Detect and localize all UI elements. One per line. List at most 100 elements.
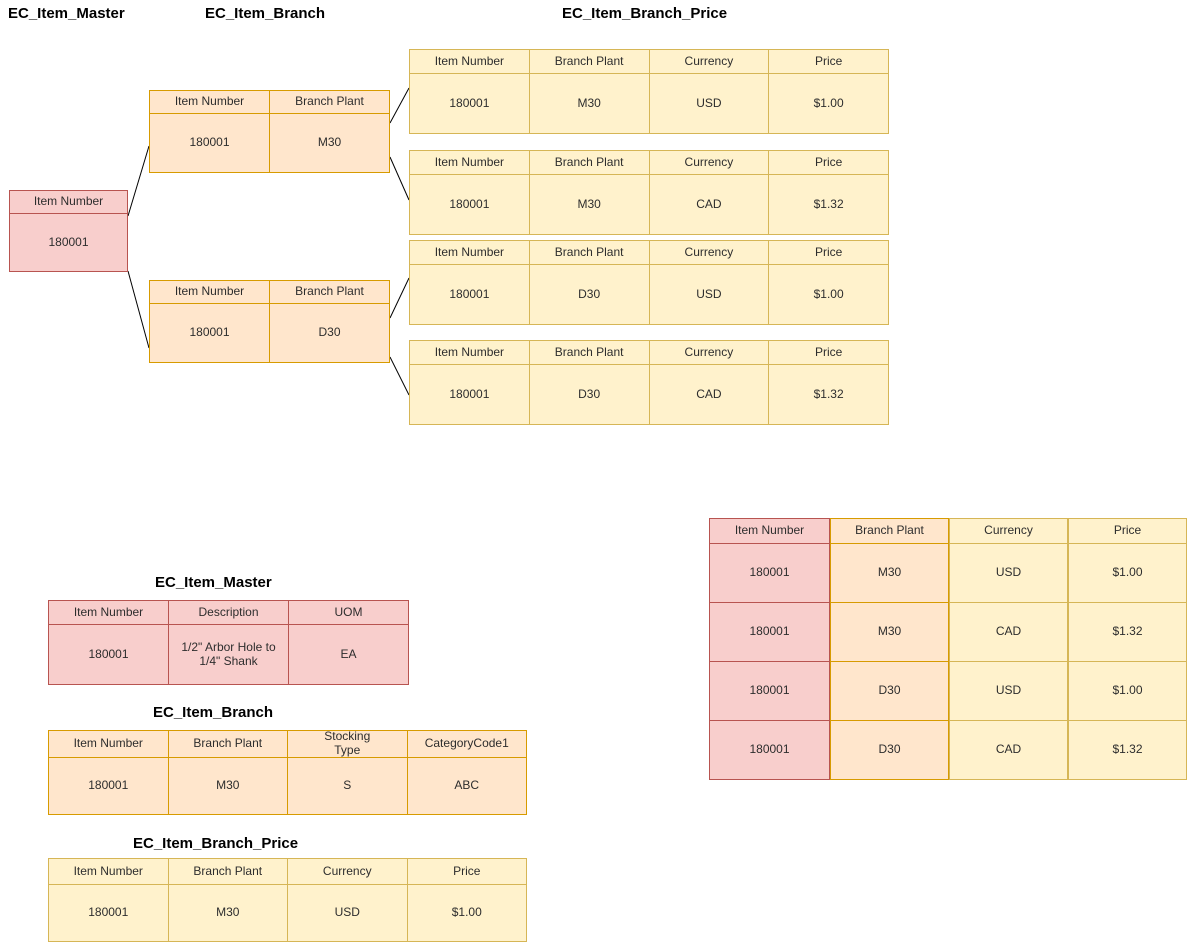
table-cell: 180001 [449,386,490,401]
table-cell: M30 [831,602,948,661]
table-cell: 180001 [449,95,490,110]
column-header: Price [768,341,888,364]
table-cell: CAD [648,365,769,424]
table-cell: USD [648,74,769,133]
column-header: Branch Plant [269,281,389,303]
column-header: Branch Plant [528,50,649,73]
column-header: Item Number [434,344,505,359]
table-cell: M30 [167,885,288,941]
table-cell: 180001 [710,602,829,661]
combined-table-column-price: Price $1.00 $1.32 $1.00 $1.32 [1068,518,1187,780]
column-header: Currency [648,50,769,73]
table-cell: 180001 [48,234,89,249]
connector-branch-d30-to-price-usd [389,277,410,319]
column-header: Branch Plant [528,341,649,364]
column-header: Currency [984,523,1033,538]
table-cell: D30 [528,265,649,324]
table-cell: M30 [528,175,649,234]
table-cell: 180001 [449,286,490,301]
flow-price-node-m30-usd: Item Number Branch Plant Currency Price … [409,49,889,134]
table-cell: CAD [950,720,1067,779]
column-header: Branch Plant [167,731,288,757]
detail-item-branch-table: Item Number Branch Plant Stocking Type C… [48,730,527,815]
column-header: Item Number [73,736,143,751]
column-header: Item Number [434,53,505,68]
column-header: Price [406,859,527,884]
flow-master-node: Item Number 180001 [9,190,128,272]
table-cell: EA [288,625,408,684]
table-cell: M30 [269,114,389,172]
table-cell: 180001 [710,661,829,720]
column-header: Item Number [73,604,144,619]
flow-price-node-d30-cad: Item Number Branch Plant Currency Price … [409,340,889,425]
detail-title-item-master: EC_Item_Master [155,574,272,591]
table-cell: $1.00 [406,885,527,941]
column-header: Item Number [73,863,143,878]
column-header: Item Number [434,154,505,169]
column-header: Item Number [33,194,104,209]
combined-table-column-item-number: Item Number 180001 180001 180001 180001 [709,518,830,780]
flow-title-item-master: EC_Item_Master [8,5,125,22]
table-cell: 180001 [449,196,490,211]
connector-branch-m30-to-price-usd [389,87,410,124]
table-cell: 1/2" Arbor Hole to 1/4" Shank [168,625,288,684]
table-cell: S [287,758,407,814]
column-header: Currency [648,241,769,264]
column-header: Item Number [734,523,805,538]
table-cell: 180001 [88,905,129,920]
table-cell: $1.00 [768,74,888,133]
table-cell: USD [950,543,1067,602]
table-cell: 180001 [710,543,829,602]
table-cell: $1.00 [1069,543,1186,602]
column-header: Item Number [174,284,245,299]
column-header: Currency [648,341,769,364]
table-cell: USD [950,661,1067,720]
flow-title-item-branch: EC_Item_Branch [205,5,326,22]
table-cell: D30 [269,304,389,362]
flow-branch-node-m30: Item Number Branch Plant 180001 M30 [149,90,390,173]
column-header: Branch Plant [528,241,649,264]
table-cell: $1.32 [768,365,888,424]
column-header: Stocking Type [287,731,407,757]
column-header: Price [768,241,888,264]
column-header: Description [168,601,288,624]
table-cell: 180001 [189,325,230,340]
connector-master-to-branch-m30 [127,145,150,217]
column-header: Branch Plant [269,91,389,113]
table-cell: $1.32 [1069,602,1186,661]
table-cell: $1.32 [1069,720,1186,779]
detail-title-item-branch: EC_Item_Branch [153,704,274,721]
table-cell: M30 [528,74,649,133]
table-cell: 180001 [88,646,129,661]
detail-item-master-table: Item Number Description UOM 180001 1/2" … [48,600,409,685]
table-cell: ABC [406,758,527,814]
table-cell: D30 [831,720,948,779]
detail-item-branch-price-table: Item Number Branch Plant Currency Price … [48,858,527,942]
detail-title-item-branch-price: EC_Item_Branch_Price [133,835,299,852]
flow-price-node-d30-usd: Item Number Branch Plant Currency Price … [409,240,889,325]
column-header: Price [1113,523,1142,538]
table-cell: $1.32 [768,175,888,234]
table-cell: $1.00 [768,265,888,324]
table-cell: CAD [648,175,769,234]
column-header: Currency [287,859,407,884]
column-header: CategoryCode1 [406,731,527,757]
column-header: Item Number [174,94,245,109]
combined-table-column-currency: Currency USD CAD USD CAD [949,518,1068,780]
table-cell: D30 [831,661,948,720]
table-cell: M30 [167,758,288,814]
column-header-label: Stocking Type [324,731,371,757]
table-cell: D30 [528,365,649,424]
column-header: Item Number [434,244,505,259]
connector-branch-m30-to-price-cad [389,156,410,201]
column-header: Branch Plant [855,523,924,538]
column-header: Currency [648,151,769,174]
connector-branch-d30-to-price-cad [389,356,410,396]
flow-branch-node-d30: Item Number Branch Plant 180001 D30 [149,280,390,363]
connector-master-to-branch-d30 [127,270,150,349]
column-header: Branch Plant [528,151,649,174]
table-cell: USD [648,265,769,324]
table-cell: 180001 [710,720,829,779]
column-header: Price [768,50,888,73]
